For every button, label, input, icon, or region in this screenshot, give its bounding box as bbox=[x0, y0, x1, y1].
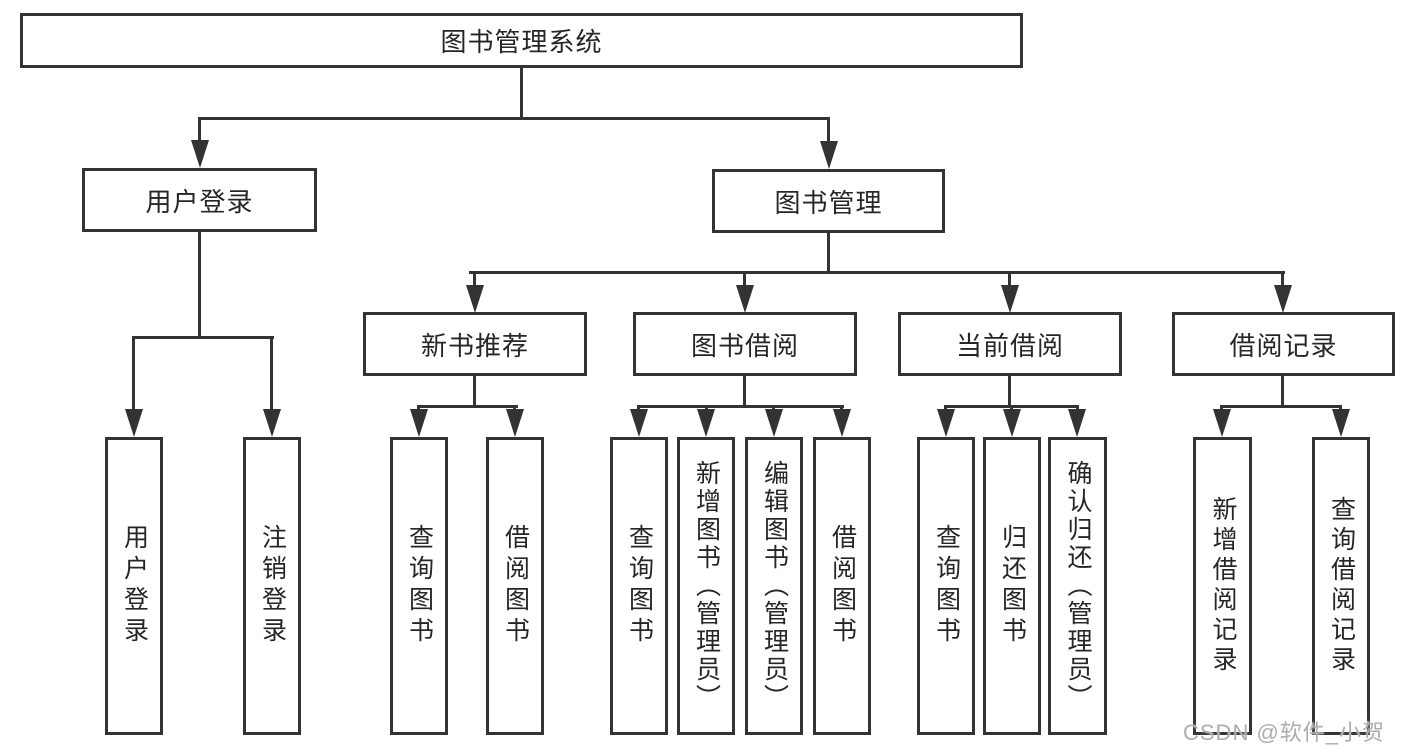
arrow-down-icon bbox=[736, 285, 754, 313]
arrow-down-icon bbox=[1332, 409, 1350, 437]
node-add-borrow-record: 新增借阅记录 bbox=[1193, 437, 1252, 735]
node-return-book: 归还图书 bbox=[983, 437, 1041, 735]
arrow-down-icon bbox=[765, 409, 783, 437]
node-query-books-current: 查询图书 bbox=[917, 437, 975, 735]
node-query-books-borrowing: 查询图书 bbox=[610, 437, 668, 735]
connector-line bbox=[132, 336, 274, 339]
connector-line bbox=[638, 405, 844, 408]
connector-line bbox=[1008, 376, 1011, 408]
node-confirm-return-admin: 确认归还（管理员） bbox=[1048, 437, 1107, 735]
node-label: 归还图书 bbox=[998, 524, 1027, 648]
connector-line bbox=[473, 271, 476, 289]
node-label: 编辑图书（管理员） bbox=[760, 460, 789, 712]
node-current-borrowing: 当前借阅 bbox=[898, 312, 1122, 376]
node-label: 图书管理 bbox=[774, 187, 883, 218]
arrow-down-icon bbox=[263, 409, 281, 437]
connector-line bbox=[827, 233, 830, 274]
arrow-down-icon bbox=[1274, 285, 1292, 313]
connector-line bbox=[198, 117, 201, 145]
node-label: 新增图书（管理员） bbox=[692, 460, 721, 712]
arrow-down-icon bbox=[697, 409, 715, 437]
connector-line bbox=[1281, 271, 1284, 289]
node-label: 新书推荐 bbox=[420, 330, 529, 361]
node-label: 图书管理系统 bbox=[440, 27, 603, 57]
arrow-down-icon bbox=[1001, 285, 1019, 313]
node-user-login-action: 用户登录 bbox=[105, 437, 163, 735]
arrow-down-icon bbox=[506, 409, 524, 437]
connector-line bbox=[1221, 405, 1342, 408]
connector-line bbox=[270, 336, 273, 412]
connector-line bbox=[132, 336, 135, 412]
node-logout: 注销登录 bbox=[243, 437, 301, 735]
connector-line bbox=[743, 376, 746, 408]
node-query-books-recommend: 查询图书 bbox=[390, 437, 448, 735]
node-book-management: 图书管理 bbox=[712, 169, 945, 233]
connector-line bbox=[469, 271, 1285, 274]
arrow-down-icon bbox=[410, 409, 428, 437]
arrow-down-icon bbox=[1003, 409, 1021, 437]
connector-line bbox=[520, 68, 523, 120]
connector-line bbox=[199, 117, 830, 120]
node-new-book-recommendation: 新书推荐 bbox=[363, 312, 587, 376]
arrow-down-icon bbox=[1213, 409, 1231, 437]
node-label: 借阅图书 bbox=[828, 524, 857, 648]
connector-line bbox=[473, 376, 476, 408]
node-label: 用户登录 bbox=[120, 524, 149, 648]
node-label: 新增借阅记录 bbox=[1209, 496, 1237, 676]
node-label: 用户登录 bbox=[145, 186, 254, 217]
node-book-borrowing: 图书借阅 bbox=[633, 312, 857, 376]
node-label: 图书借阅 bbox=[690, 330, 799, 361]
node-label: 借阅记录 bbox=[1229, 330, 1338, 361]
arrow-down-icon bbox=[125, 409, 143, 437]
node-query-borrow-record: 查询借阅记录 bbox=[1312, 437, 1370, 735]
connector-line bbox=[418, 405, 518, 408]
connector-line bbox=[1281, 376, 1284, 408]
arrow-down-icon bbox=[833, 409, 851, 437]
arrow-down-icon bbox=[466, 285, 484, 313]
node-label: 查询图书 bbox=[625, 524, 654, 648]
node-label: 查询图书 bbox=[932, 524, 961, 648]
node-label: 借阅图书 bbox=[501, 524, 530, 648]
node-label: 查询借阅记录 bbox=[1327, 496, 1356, 676]
arrow-down-icon bbox=[1068, 409, 1086, 437]
node-borrowing-records: 借阅记录 bbox=[1172, 312, 1395, 376]
node-edit-book-admin: 编辑图书（管理员） bbox=[745, 437, 803, 735]
node-add-book-admin: 新增图书（管理员） bbox=[677, 437, 735, 735]
connector-line bbox=[198, 232, 201, 339]
node-user-login: 用户登录 bbox=[82, 168, 317, 232]
connector-line bbox=[743, 271, 746, 289]
arrow-down-icon bbox=[937, 409, 955, 437]
node-label: 确认归还（管理员） bbox=[1064, 460, 1092, 712]
node-borrow-books-recommend: 借阅图书 bbox=[486, 437, 544, 735]
connector-line bbox=[827, 117, 830, 145]
arrow-down-icon bbox=[191, 140, 209, 168]
node-label: 查询图书 bbox=[405, 524, 434, 648]
arrow-down-icon bbox=[630, 409, 648, 437]
arrow-down-icon bbox=[820, 141, 838, 169]
watermark: CSDN @软件_小贺同学 bbox=[1183, 720, 1386, 745]
node-borrow-books-borrowing: 借阅图书 bbox=[813, 437, 871, 735]
node-library-management-system: 图书管理系统 bbox=[20, 13, 1023, 68]
node-label: 注销登录 bbox=[258, 524, 287, 648]
connector-line bbox=[1008, 271, 1011, 289]
node-label: 当前借阅 bbox=[955, 330, 1064, 361]
